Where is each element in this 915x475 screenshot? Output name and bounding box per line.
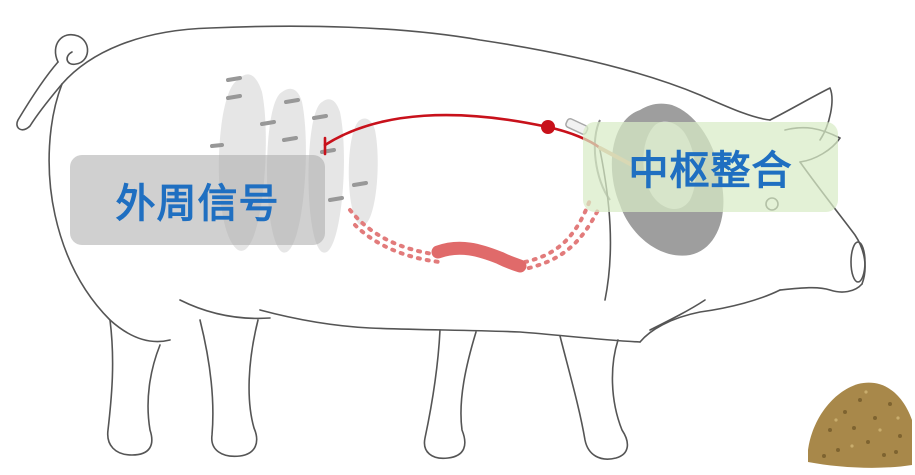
- neural-pathway-icon: [323, 113, 602, 156]
- central-integration-label: 中枢整合: [583, 122, 838, 212]
- feed-pellet-pile-icon: [808, 382, 912, 468]
- sensory-dotted-path-icon: [348, 198, 600, 272]
- peripheral-signal-label: 外周信号: [70, 155, 325, 245]
- central-integration-text: 中枢整合: [628, 148, 793, 194]
- intestine-segment-icon: [431, 241, 527, 273]
- neuron-node-icon: [541, 120, 555, 134]
- peripheral-signal-text: 外周信号: [115, 181, 280, 227]
